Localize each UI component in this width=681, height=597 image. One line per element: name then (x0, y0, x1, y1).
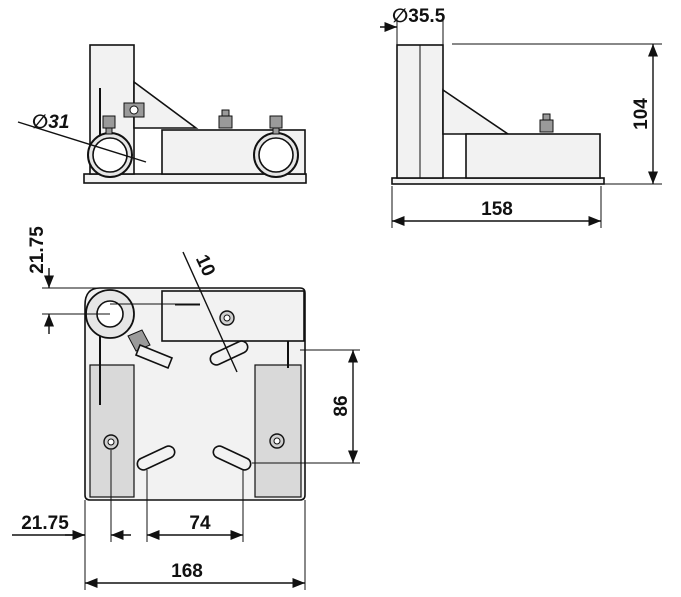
slot-lower-left (136, 445, 176, 471)
side-tube-clamp-left (87, 115, 133, 178)
front-view: ∅35.5 104 158 (380, 6, 662, 228)
front-nut (539, 119, 554, 133)
front-gusset (442, 88, 511, 135)
dim-label-168: 168 (171, 561, 203, 582)
dim-label-158: 158 (481, 199, 513, 220)
dim-label-104: 104 (631, 98, 652, 130)
top-bolt-icon (127, 329, 151, 352)
dim-label-slot-width: 10 (191, 252, 219, 280)
dim-label-86: 86 (331, 395, 352, 416)
side-nut (218, 115, 233, 129)
dim-label-diameter-31: ∅31 (32, 112, 69, 133)
side-tube-clamp-right (253, 115, 299, 178)
front-base-plate (391, 177, 605, 185)
dim-label-top-offset: 21.75 (27, 226, 48, 274)
top-view (84, 287, 306, 501)
front-block (465, 133, 601, 179)
dim-line-diameter-31 (17, 121, 147, 163)
side-view: ∅31 (17, 44, 307, 184)
dim-label-left-offset: 21.75 (21, 513, 69, 534)
dim-label-74: 74 (189, 513, 211, 534)
slot-lower-right (212, 445, 252, 471)
top-post-left (90, 365, 134, 497)
top-post-right (255, 365, 301, 497)
dim-label-diameter-35-5: ∅35.5 (392, 6, 446, 27)
dim-line-slot-width (182, 251, 238, 373)
